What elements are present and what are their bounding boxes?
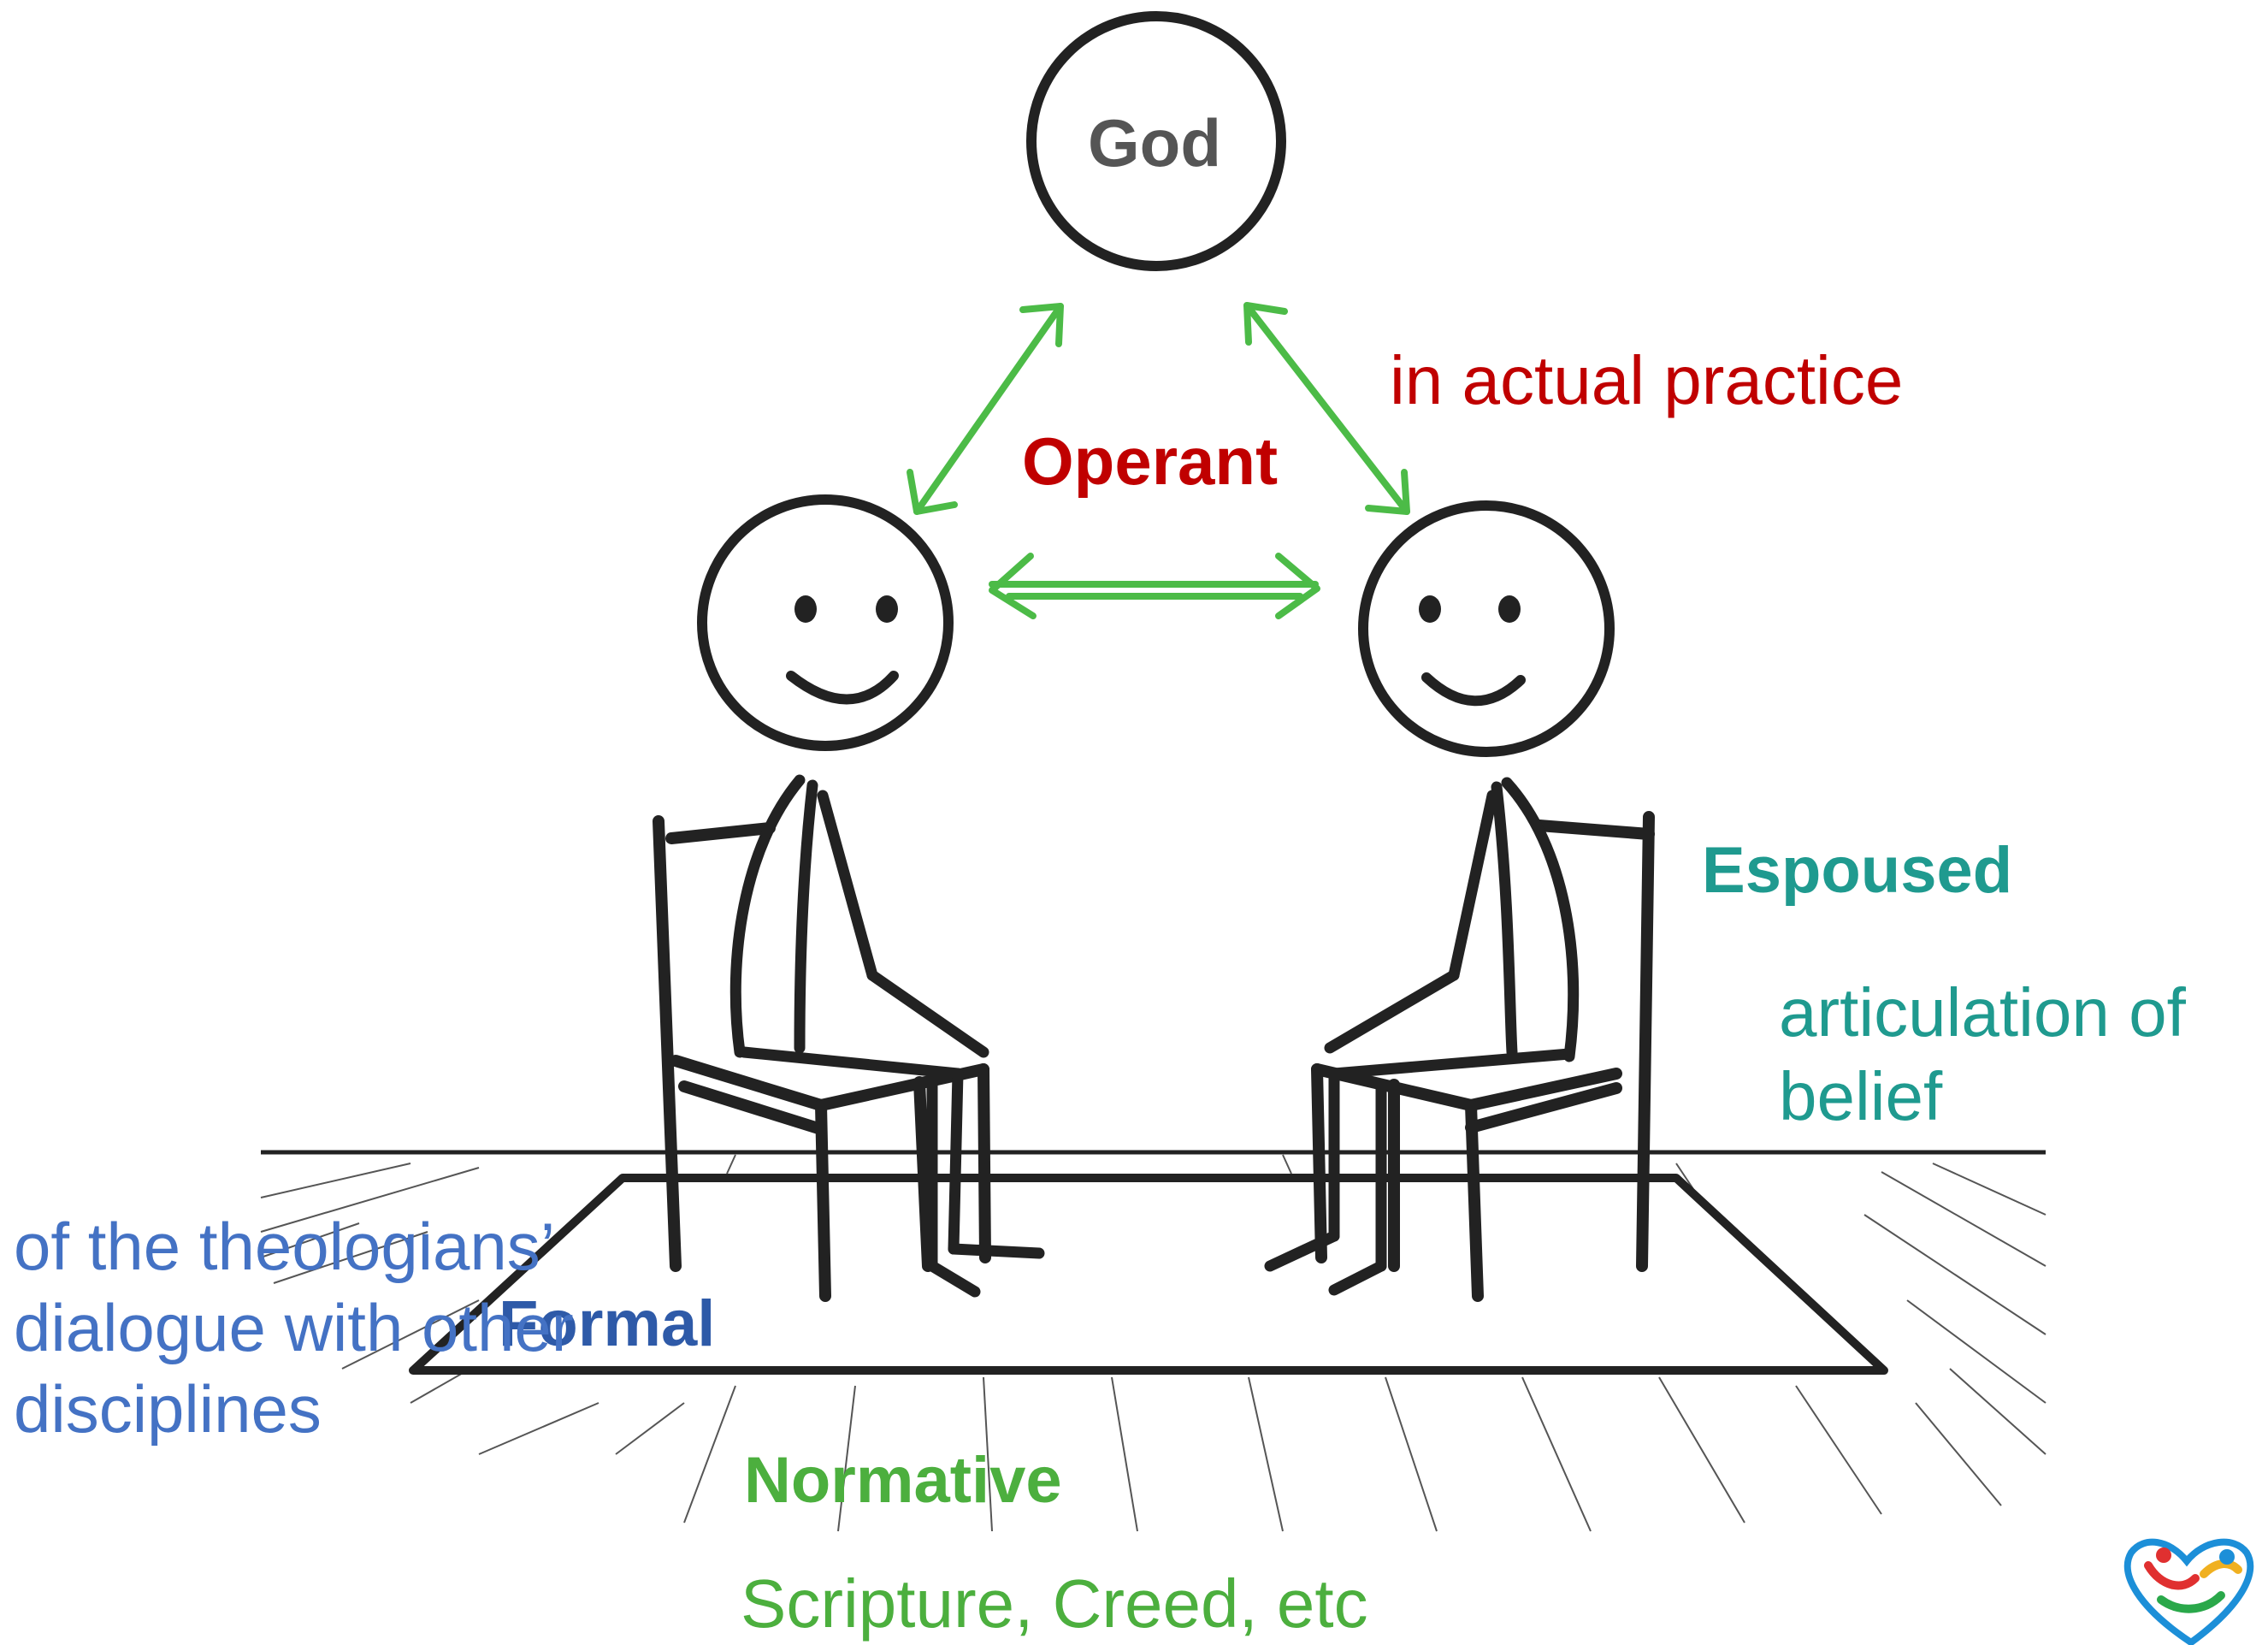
arrow-god-right [1243, 302, 1410, 515]
espoused-description: articulation of belief [1779, 974, 2186, 1134]
face-left [786, 595, 899, 705]
stick-figure-right [1264, 500, 1615, 1296]
arrow-god-left [913, 303, 1064, 515]
operant-label: Operant [1022, 423, 1279, 499]
operant-description: in actual practice [1390, 342, 1904, 418]
formal-description: of the theologians’ dialogue with other … [14, 1209, 574, 1447]
normative-description: Scripture, Creed, etc [741, 1565, 1368, 1642]
espoused-label: Espoused [1702, 834, 2013, 907]
wooden-floor [260, 1150, 2047, 1532]
god-circle [1026, 11, 1286, 271]
face-right [1419, 595, 1526, 707]
heart-logo-icon [2123, 1538, 2254, 1645]
god-label: God [1088, 105, 1221, 180]
chair-right [1311, 811, 1655, 1302]
formal-label: Formal [499, 1287, 716, 1360]
relationship-arrows [907, 302, 1410, 619]
normative-label: Normative [744, 1444, 1062, 1517]
